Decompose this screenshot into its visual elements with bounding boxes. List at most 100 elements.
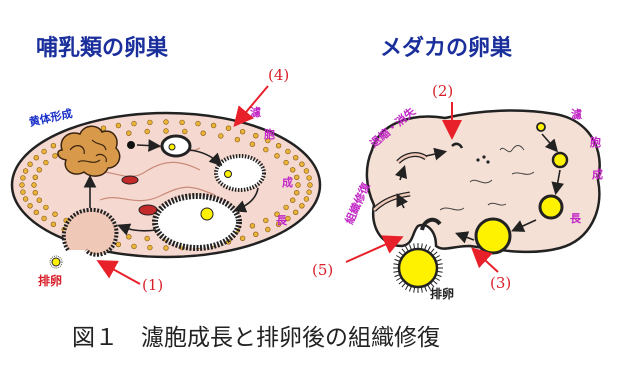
follicle-dot [304, 169, 309, 174]
follicle-dot [180, 120, 185, 125]
follicle-dot [23, 169, 28, 174]
follicle-dot [300, 203, 305, 208]
label-4: (4) [268, 66, 289, 84]
follicle-dot [37, 198, 42, 203]
released-egg [50, 256, 62, 268]
follicle-dot [164, 246, 169, 251]
follicle-dot [240, 236, 245, 241]
follicle-dot [116, 242, 121, 247]
follicle-dot [33, 175, 38, 180]
follicle-dot [250, 142, 255, 147]
growth-char: 胞 [590, 135, 601, 149]
title-mammal: 哺乳類の卵巣 [36, 35, 169, 61]
follicle-tiny [537, 123, 545, 131]
follicle-dot [42, 216, 47, 221]
growth-char: 成 [592, 167, 603, 181]
follicle-dot [307, 190, 312, 195]
follicle-dot [276, 143, 281, 148]
atretic-body [122, 176, 138, 184]
follicle-dot [235, 137, 240, 142]
label-2: (2) [432, 82, 453, 100]
growth-char: 濾 [250, 105, 261, 119]
follicle-dot [116, 123, 121, 128]
arrow-1 [100, 262, 140, 284]
label-1: (1) [142, 276, 163, 294]
follicle-dot [294, 175, 299, 180]
ovulation-label-right: 排卵 [430, 286, 454, 301]
follicle-dot [28, 162, 33, 167]
ovulated-egg-medaka [393, 243, 443, 293]
follicle-dot [34, 210, 39, 215]
follicle-dot [201, 131, 206, 136]
follicle-medium [540, 196, 562, 218]
ovulation-label-left: 排卵 [38, 273, 62, 288]
primordial-follicle [127, 141, 135, 149]
follicle-dot [34, 155, 39, 160]
follicle-dot [300, 162, 305, 167]
follicle-dot [21, 190, 26, 195]
follicle-dot [126, 131, 131, 136]
follicle-dot [164, 129, 169, 134]
follicle-dot [294, 190, 299, 195]
follicle-dot [42, 149, 47, 154]
follicle-dot [286, 149, 291, 154]
follicle-dot [296, 183, 301, 188]
follicle-dot [307, 176, 312, 181]
follicle-dot [53, 212, 58, 217]
follicle-dot [253, 232, 258, 237]
follicle-dot [44, 205, 49, 210]
corpus-luteum-label: 黄体形成 [28, 106, 74, 129]
title-medaka: メダカの卵巣 [380, 35, 513, 61]
follicle-dot [32, 183, 37, 188]
growth-char: 長 [570, 212, 582, 225]
follicle-dot [290, 167, 295, 172]
follicle-dot [164, 120, 169, 125]
repair-label: 組織修復 [342, 179, 373, 226]
follicle-dot [53, 153, 58, 158]
follicle-dot [293, 155, 298, 160]
growth-char: 胞 [264, 127, 275, 141]
follicle-dot [51, 143, 56, 148]
follicle-dot [33, 190, 38, 195]
follicle-dot [304, 197, 309, 202]
follicle-dot [148, 245, 153, 250]
follicle-dot [263, 147, 268, 152]
figure-caption: 図１ 濾胞成長と排卵後の組織修復 [72, 325, 440, 351]
follicle-dot [226, 126, 231, 131]
follicle-dot [145, 236, 150, 241]
follicle-dot [28, 203, 33, 208]
follicle-dot [284, 205, 289, 210]
growth-char: 成 [282, 175, 293, 189]
growth-char: 濾 [571, 107, 582, 121]
follicle-dot [101, 126, 106, 131]
ruptured-follicle [64, 210, 117, 255]
medium-follicle [216, 156, 264, 190]
small-follicle [162, 136, 190, 156]
follicle-dot [218, 134, 223, 139]
growth-char: 長 [276, 214, 288, 227]
follicle-dot [132, 244, 137, 249]
follicle-dot [240, 129, 245, 134]
follicle-dot [253, 133, 258, 138]
follicle-dot [21, 176, 26, 181]
follicle-dot [126, 234, 131, 239]
follicle-large [476, 219, 510, 253]
arrow-5 [346, 238, 400, 262]
follicle-dot [20, 183, 25, 188]
follicle-dot [23, 197, 28, 202]
follicle-dot [145, 129, 150, 134]
follicle-dot [37, 167, 42, 172]
follicle-dot [44, 160, 49, 165]
follicle-dot [290, 198, 295, 203]
follicle-dot [148, 120, 153, 125]
follicle-dot [182, 129, 187, 134]
follicle-dot [211, 123, 216, 128]
follicle-dot [263, 218, 268, 223]
medaka-ovary [367, 111, 600, 253]
follicle-dot [51, 222, 56, 227]
follicle-dot [293, 210, 298, 215]
follicle-dot [284, 160, 289, 165]
follicle-dot [196, 121, 201, 126]
follicle-dot [275, 153, 280, 158]
